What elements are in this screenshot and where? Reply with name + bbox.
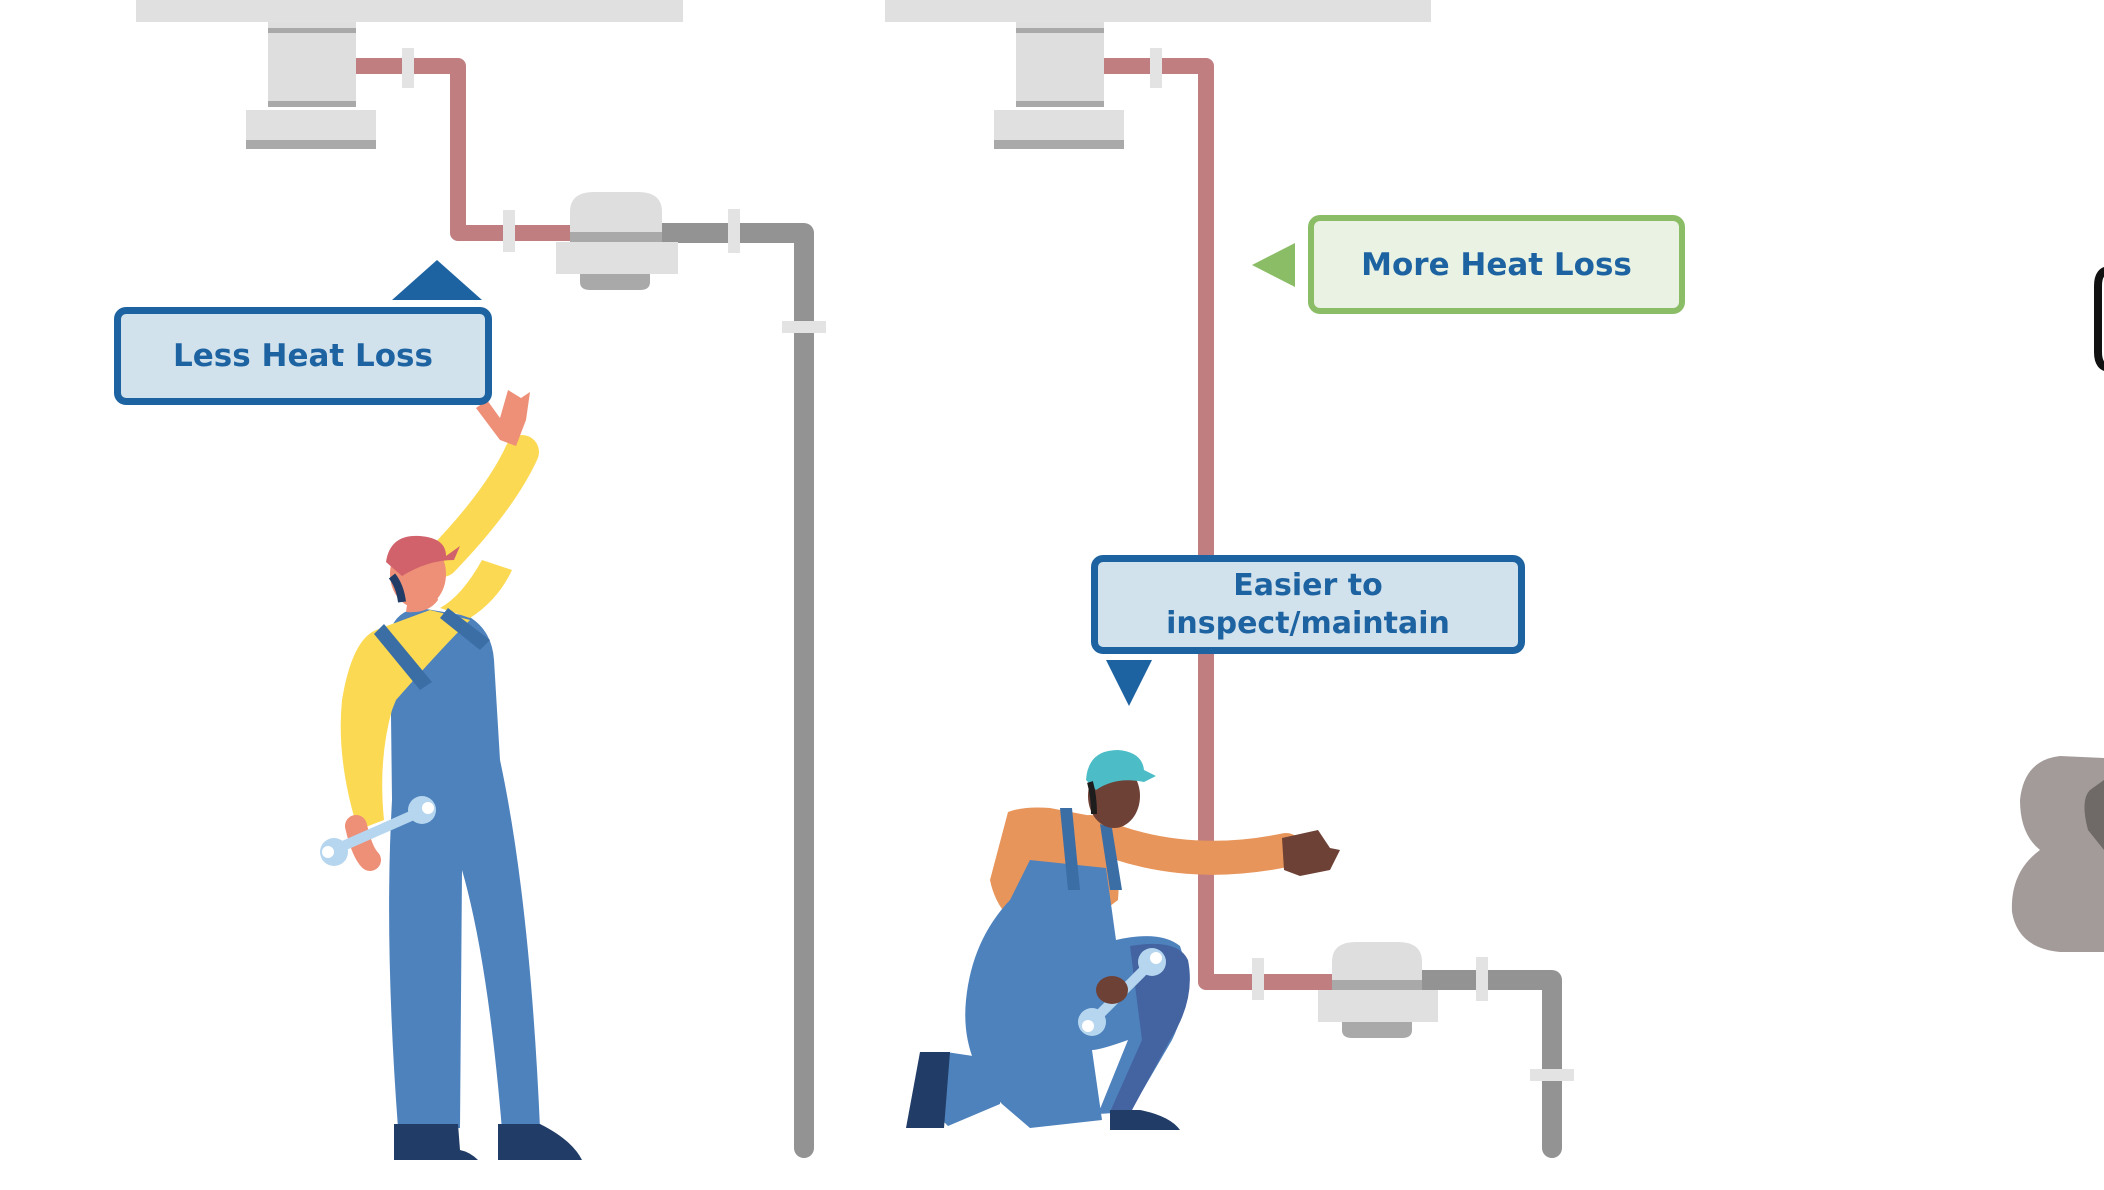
ceiling-slab-left xyxy=(136,0,683,22)
partial-rock-shade xyxy=(2084,780,2104,850)
pipe-meter-icon xyxy=(1318,942,1438,1038)
wrench-icon xyxy=(320,796,436,866)
easier-inspect-label-line2: inspect/maintain xyxy=(1166,605,1450,641)
pipe-clamp xyxy=(1252,958,1264,1000)
more-heat-loss-label: More Heat Loss xyxy=(1361,246,1632,283)
water-heater-icon xyxy=(246,22,376,149)
standing-worker-icon xyxy=(320,390,582,1160)
pipe-clamp xyxy=(1530,1069,1574,1081)
easier-inspect-callout: Easier to inspect/maintain xyxy=(1091,555,1525,654)
right-scene xyxy=(885,0,1574,1158)
partial-frame xyxy=(2094,266,2104,372)
partial-next-panel xyxy=(2011,266,2104,952)
partial-rock-shape xyxy=(2011,756,2104,952)
left-scene xyxy=(136,0,826,1160)
pointer-down-arrow xyxy=(1106,660,1152,706)
pointer-left-arrow xyxy=(1252,243,1295,287)
less-heat-loss-label: Less Heat Loss xyxy=(173,338,433,374)
pipe-clamp xyxy=(728,209,740,253)
cold-pipe-right xyxy=(1412,970,1562,1158)
pipe-clamp xyxy=(402,48,414,88)
pipe-clamp xyxy=(503,210,515,252)
kneeling-worker-icon xyxy=(906,750,1340,1130)
pipe-clamp xyxy=(1150,48,1162,88)
ceiling-slab-right xyxy=(885,0,1431,22)
water-heater-icon xyxy=(994,22,1124,149)
hot-pipe-short xyxy=(356,58,572,241)
easier-inspect-label-line1: Easier to xyxy=(1233,567,1383,603)
pointer-up-arrow xyxy=(392,260,482,300)
pipe-meter-icon xyxy=(556,192,678,290)
pipe-clamp xyxy=(782,321,826,333)
cold-pipe-left xyxy=(652,223,814,1158)
pipe-clamp xyxy=(1476,957,1488,1001)
less-heat-loss-callout: Less Heat Loss xyxy=(114,307,492,405)
more-heat-loss-callout: More Heat Loss xyxy=(1308,215,1685,314)
